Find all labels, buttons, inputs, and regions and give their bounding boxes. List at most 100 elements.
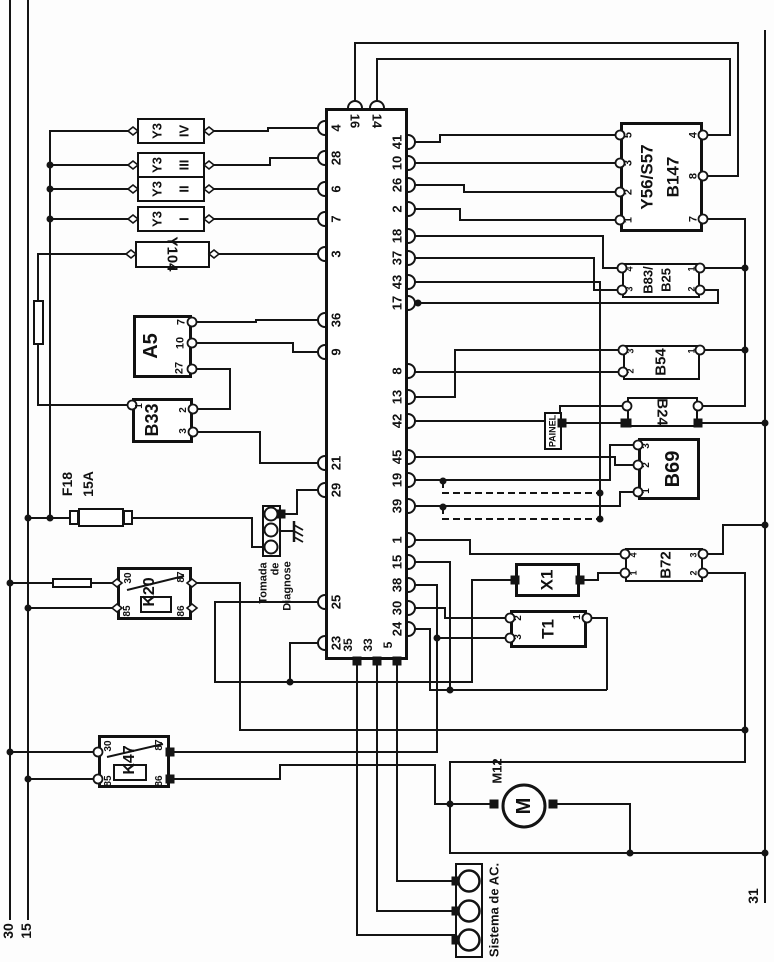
b72: [625, 548, 703, 582]
y56s57-b147: [620, 122, 703, 232]
diagnose-terminal-2: [263, 539, 279, 555]
ecu-pin-7: 7: [328, 215, 344, 223]
b33-label-3: 3: [178, 428, 189, 434]
y3-iii-label-1: III: [176, 159, 192, 171]
ecu-pin-28: 28: [328, 150, 344, 166]
sistema-ac-label-0: Sistema de AC.: [486, 862, 502, 958]
junction-dot-8: [24, 775, 32, 783]
b54: [623, 345, 700, 380]
wire-55: [412, 208, 620, 221]
k47-relay-label-1: 30: [103, 740, 114, 752]
pin-circle-9: [694, 262, 706, 274]
pin-diamond-5: [202, 183, 216, 195]
a5: [133, 315, 192, 378]
fuse-cap-1: [123, 510, 133, 525]
wire-36: [412, 607, 510, 619]
wire-61: [356, 664, 456, 936]
junction-dot-15: [596, 489, 604, 497]
ecu-pin-8: 8: [389, 367, 405, 375]
junction-dot-9: [286, 678, 294, 686]
ecu-pin-37: 37: [389, 250, 405, 266]
b83-b25-label-0: B83/: [640, 266, 656, 294]
junction-dot-1: [46, 185, 54, 193]
rail-label-31: 31: [745, 888, 761, 904]
wire-59: [412, 444, 638, 481]
wire-8: [37, 345, 132, 406]
junction-dot-5: [6, 579, 14, 587]
pin-circle-17: [632, 459, 644, 471]
ground-hatch-1: [293, 530, 304, 537]
relay-coil-1: [113, 764, 147, 781]
y56s57-b147-label-8: 7: [687, 215, 700, 223]
ecu-pin-5: 5: [381, 641, 395, 649]
pin-circle-31: [187, 426, 199, 438]
wire-3: [49, 130, 133, 518]
pin-diamond-6: [126, 213, 140, 225]
pin-circle-12: [617, 366, 629, 378]
b33-label-0: B33: [142, 403, 162, 437]
rail-label-15: 15: [18, 923, 34, 939]
x1-label-0: X1: [537, 569, 557, 591]
b54-label-2: 2: [625, 368, 636, 374]
ecu-pin-45: 45: [389, 449, 405, 465]
shield-wire-1: [442, 507, 600, 520]
ecu-pin-43: 43: [389, 274, 405, 290]
pin-square-2: [557, 418, 567, 428]
y56s57-b147-label-4: 2: [622, 188, 635, 196]
ecu-pin-4: 4: [328, 124, 344, 132]
wire-54: [412, 184, 620, 193]
b33: [132, 398, 193, 443]
y104-label-0: Y104: [163, 236, 181, 272]
pin-circle-7: [616, 262, 628, 274]
ecu-pin-36: 36: [328, 312, 344, 328]
y56s57-b147-label-3: 3: [622, 159, 635, 167]
ecu-pin-19: 19: [389, 472, 405, 488]
motor-name: M12: [489, 758, 505, 784]
ac-terminal-2: [457, 928, 481, 952]
ecu-connector: [325, 108, 408, 660]
series-element: [33, 300, 44, 345]
ecu-pin-10: 10: [389, 155, 405, 171]
fuse-cap-0: [69, 510, 79, 525]
wire-58: [412, 456, 638, 466]
y3-ii-label-1: II: [176, 185, 192, 193]
b72-label-4: 2: [688, 570, 699, 576]
relay-switch-0: [126, 575, 185, 591]
b33-label-2: 2: [178, 407, 189, 413]
painel-tag-label-0: PAINEL: [547, 414, 558, 448]
wire-15: [192, 342, 318, 353]
ecu-pin-33: 33: [361, 638, 375, 652]
b69-label-2: 2: [641, 462, 652, 468]
t1-label-2: 3: [513, 634, 524, 640]
b24: [627, 397, 698, 427]
wire-22: [124, 517, 265, 548]
pin-square-14: [276, 509, 286, 519]
y56s57-b147-label-7: 8: [687, 172, 700, 180]
wire-56: [354, 42, 739, 177]
pin-circle-2: [614, 186, 626, 198]
pin-circle-32: [92, 746, 104, 758]
b72-label-2: 1: [628, 570, 639, 576]
rail-label-30: 30: [0, 923, 16, 939]
pin-circle-30: [187, 403, 199, 415]
relay-coil-0: [140, 596, 172, 613]
pin-diamond-13: [185, 602, 199, 614]
pin-diamond-0: [126, 125, 140, 137]
b24-label-0: B24: [653, 398, 671, 426]
ecu-pin-25: 25: [328, 594, 344, 610]
tomada-socket-label-2: Diagnose: [281, 561, 294, 611]
ecu-pin-41: 41: [389, 134, 405, 150]
b54-label-3: 1: [686, 348, 697, 354]
junction-dot-7: [6, 748, 14, 756]
pin-circle-20: [619, 567, 631, 579]
junction-dot-18: [741, 346, 749, 354]
b83-b25-label-2: 4: [624, 266, 635, 272]
wire-20: [289, 642, 325, 682]
diagnose-terminal-1: [263, 522, 279, 538]
junction-dot-24: [761, 849, 769, 857]
b72-label-1: 4: [628, 552, 639, 558]
junction-dot-12: [414, 299, 422, 307]
pin-circle-13: [694, 344, 706, 356]
pin-square-5: [165, 774, 175, 784]
pin-diamond-10: [110, 577, 124, 589]
